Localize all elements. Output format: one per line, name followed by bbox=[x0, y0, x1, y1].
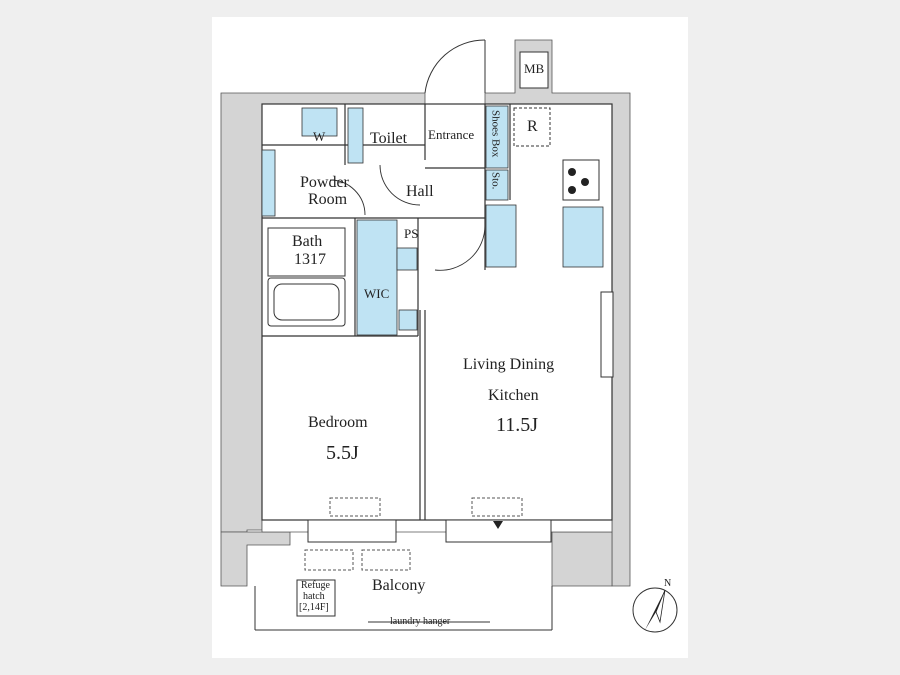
bedroom-size-label: 5.5J bbox=[326, 442, 359, 464]
laundry-hanger-label: laundry hanger bbox=[390, 616, 451, 627]
refrigerator-label: R bbox=[527, 118, 538, 135]
shoes-box-label: Shoes Box bbox=[489, 110, 502, 158]
refrigerator-space bbox=[513, 107, 551, 147]
ldk-label-line1: Living Dining bbox=[463, 356, 555, 373]
mb-box bbox=[519, 51, 549, 89]
balcony-outline bbox=[254, 579, 553, 631]
refuge-label-line1: Refuge bbox=[301, 580, 330, 591]
sliding-doors bbox=[307, 519, 552, 543]
stove bbox=[562, 159, 600, 201]
bath-label: Bath bbox=[292, 233, 323, 250]
ac-units bbox=[304, 497, 523, 571]
washer-label: W bbox=[313, 129, 326, 144]
compass bbox=[632, 587, 678, 633]
refuge-label-line2: hatch bbox=[303, 591, 325, 602]
bathtub bbox=[267, 227, 346, 327]
wic-label: WIC bbox=[364, 286, 390, 301]
powder-label-line1: Powder bbox=[300, 174, 349, 191]
balcony-label: Balcony bbox=[372, 577, 426, 594]
ps-label: PS bbox=[404, 226, 419, 241]
mb-label: MB bbox=[524, 61, 545, 76]
north-label: N bbox=[664, 578, 672, 589]
hall-label: Hall bbox=[406, 183, 434, 200]
entrance-door-arc bbox=[424, 39, 486, 94]
entrance-label: Entrance bbox=[428, 127, 475, 142]
refuge-label-line3: [2,14F] bbox=[299, 602, 329, 613]
ldk-label-line2: Kitchen bbox=[488, 387, 539, 404]
fixtures bbox=[261, 105, 604, 336]
interior-walls bbox=[261, 103, 613, 521]
toilet-label: Toilet bbox=[370, 130, 408, 147]
ldk-size-label: 11.5J bbox=[496, 414, 539, 436]
ldk-window bbox=[600, 291, 614, 378]
entrance-marker bbox=[493, 521, 503, 529]
powder-label-line2: Room bbox=[308, 191, 348, 208]
bath-size-label: 1317 bbox=[294, 251, 326, 268]
storage-label: Sto. bbox=[489, 172, 502, 190]
bedroom-label: Bedroom bbox=[308, 414, 368, 431]
door-arcs bbox=[329, 164, 486, 271]
